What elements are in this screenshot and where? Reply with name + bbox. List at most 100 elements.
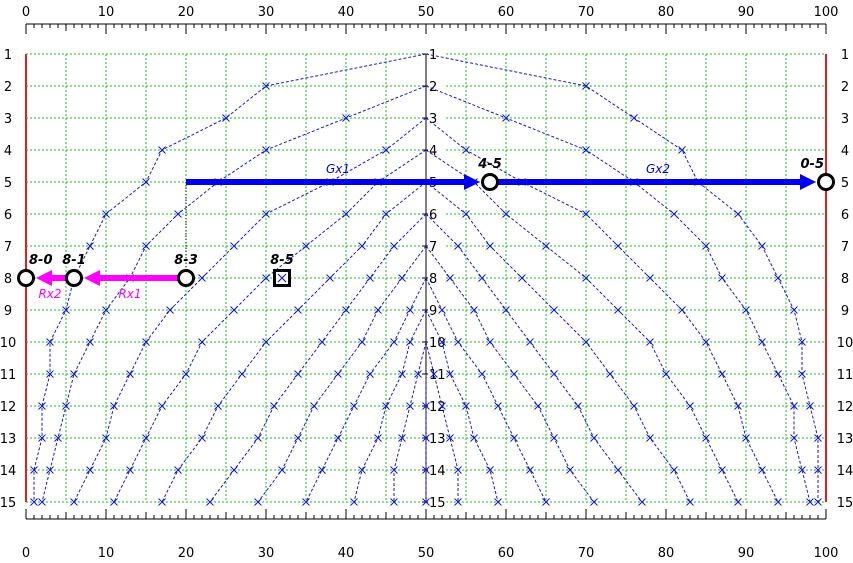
curve-point-marker: [262, 210, 270, 218]
row-label-center: 12: [429, 400, 446, 415]
curve-point-marker: [494, 402, 502, 410]
curve-point-marker: [814, 498, 822, 506]
curve-point-marker: [542, 498, 550, 506]
curve-point-marker: [390, 242, 398, 250]
curve-point-marker: [758, 466, 766, 474]
curve-line: [305, 277, 427, 503]
row-label-center: 10: [429, 336, 446, 351]
curve-point-marker: [142, 434, 150, 442]
curve-point-marker: [102, 434, 110, 442]
curve-line: [209, 213, 427, 503]
row-label-center: 3: [429, 112, 437, 127]
row-label-center-bg: [428, 367, 444, 381]
curve-point-marker: [702, 242, 710, 250]
row-label-center-bg: [428, 495, 444, 509]
x-tick-label-top: 10: [98, 5, 115, 20]
curve-point-marker: [774, 274, 782, 282]
curve-point-marker: [606, 370, 614, 378]
curve-point-marker: [438, 338, 446, 346]
x-tick-label-top: 60: [498, 5, 515, 20]
row-label-left: 9: [4, 304, 12, 319]
arrow-gx2-head: [800, 174, 816, 190]
curve-point-marker: [342, 114, 350, 122]
curve-point-marker: [702, 434, 710, 442]
curve-point-marker: [686, 402, 694, 410]
curve-point-marker: [142, 338, 150, 346]
curve-point-marker: [30, 466, 38, 474]
curve-point-marker: [302, 498, 310, 506]
curve-point-marker: [350, 498, 358, 506]
curve-point-marker: [358, 242, 366, 250]
curve-point-marker: [86, 338, 94, 346]
row-label-right: 5: [841, 176, 849, 191]
curve-point-marker: [398, 274, 406, 282]
curve-point-marker: [646, 274, 654, 282]
row-label-center-bg: [428, 47, 444, 61]
curve-point-marker: [814, 434, 822, 442]
curve-point-marker: [38, 402, 46, 410]
arrow-gx1-label: Gx1: [326, 162, 350, 176]
row-label-left: 7: [4, 240, 12, 255]
curve-point-marker: [670, 210, 678, 218]
curve-point-marker: [790, 434, 798, 442]
curve-point-marker: [462, 210, 470, 218]
curve-point-marker: [806, 498, 814, 506]
curve-point-marker: [502, 306, 510, 314]
curve-point-marker: [302, 242, 310, 250]
curve-line: [393, 341, 427, 502]
curve-point-marker: [254, 434, 262, 442]
row-label-right: 10: [837, 336, 853, 351]
curve-point-marker: [774, 498, 782, 506]
curve-point-marker: [574, 402, 582, 410]
node-8-0-label: 8-0: [29, 253, 53, 268]
row-label-left: 12: [0, 400, 16, 415]
row-label-center: 6: [429, 208, 437, 223]
row-label-center-bg: [428, 463, 444, 477]
row-label-left: 1: [4, 48, 12, 63]
row-label-center: 9: [429, 304, 437, 319]
row-label-center-bg: [428, 399, 444, 413]
curve-point-marker: [334, 370, 342, 378]
x-tick-label-top: 0: [22, 5, 30, 20]
x-tick-label-bottom: 30: [258, 546, 275, 561]
curve-point-marker: [294, 434, 302, 442]
row-label-left: 10: [0, 336, 16, 351]
curve-point-marker: [614, 306, 622, 314]
curve-point-marker: [318, 466, 326, 474]
curve-point-marker: [550, 370, 558, 378]
curve-point-marker: [718, 466, 726, 474]
node-0-5-label: 0-5: [801, 157, 825, 172]
curve-point-marker: [486, 466, 494, 474]
curve-line: [425, 85, 811, 503]
curve-point-marker: [614, 242, 622, 250]
row-label-center-bg: [428, 239, 444, 253]
curve-point-marker: [414, 370, 422, 378]
row-label-center-bg: [428, 79, 444, 93]
curve-point-marker: [446, 370, 454, 378]
curve-point-marker: [46, 338, 54, 346]
curve-point-marker: [790, 402, 798, 410]
curve-point-marker: [758, 338, 766, 346]
curve-point-marker: [422, 498, 430, 506]
curve-point-marker: [158, 498, 166, 506]
curve-point-marker: [158, 402, 166, 410]
row-label-left: 13: [0, 432, 16, 447]
curve-point-marker: [454, 338, 462, 346]
node-8-0-marker: [17, 269, 35, 287]
curve-point-marker: [678, 146, 686, 154]
curve-point-marker: [222, 114, 230, 122]
curve-point-marker: [86, 466, 94, 474]
arrow-gx1-head: [464, 174, 480, 190]
curve-point-marker: [366, 274, 374, 282]
curve-point-marker: [230, 242, 238, 250]
curve-point-marker: [646, 434, 654, 442]
curve-point-marker: [390, 466, 398, 474]
row-label-right: 12: [837, 400, 853, 415]
curve-point-marker: [702, 338, 710, 346]
row-label-center: 13: [429, 432, 446, 447]
node-8-3-marker: [177, 269, 195, 287]
curve-point-marker: [270, 402, 278, 410]
curve-point-marker: [662, 370, 670, 378]
row-label-right: 13: [837, 432, 853, 447]
row-label-right: 2: [841, 80, 849, 95]
